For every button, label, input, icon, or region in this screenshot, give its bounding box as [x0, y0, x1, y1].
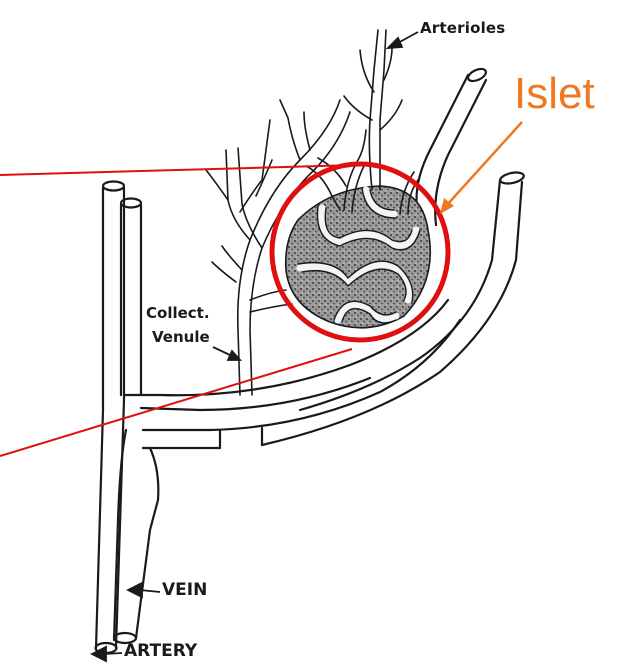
arrowhead-vein — [128, 583, 142, 597]
red-callout-line-lower — [0, 349, 352, 456]
venule-label: Venule — [152, 330, 210, 345]
vein-label: VEIN — [162, 582, 207, 599]
artery-top-opening — [103, 182, 124, 191]
vein-lower-inner — [136, 448, 158, 638]
arrow-collect-venule — [213, 347, 232, 356]
arrowhead-arterioles — [388, 38, 402, 48]
vessels — [96, 66, 525, 653]
red-callout-line-upper — [0, 165, 356, 175]
collect-label: Collect. — [146, 306, 210, 321]
horizontal-vessel-lower — [141, 378, 370, 410]
artery-label: ARTERY — [124, 643, 197, 660]
artery-trunk — [96, 188, 103, 648]
horizontal-vessel-base — [143, 430, 220, 448]
arterioles-label: Arterioles — [420, 21, 505, 36]
islet-label: Islet — [514, 72, 595, 116]
arrowhead-artery — [92, 647, 106, 661]
